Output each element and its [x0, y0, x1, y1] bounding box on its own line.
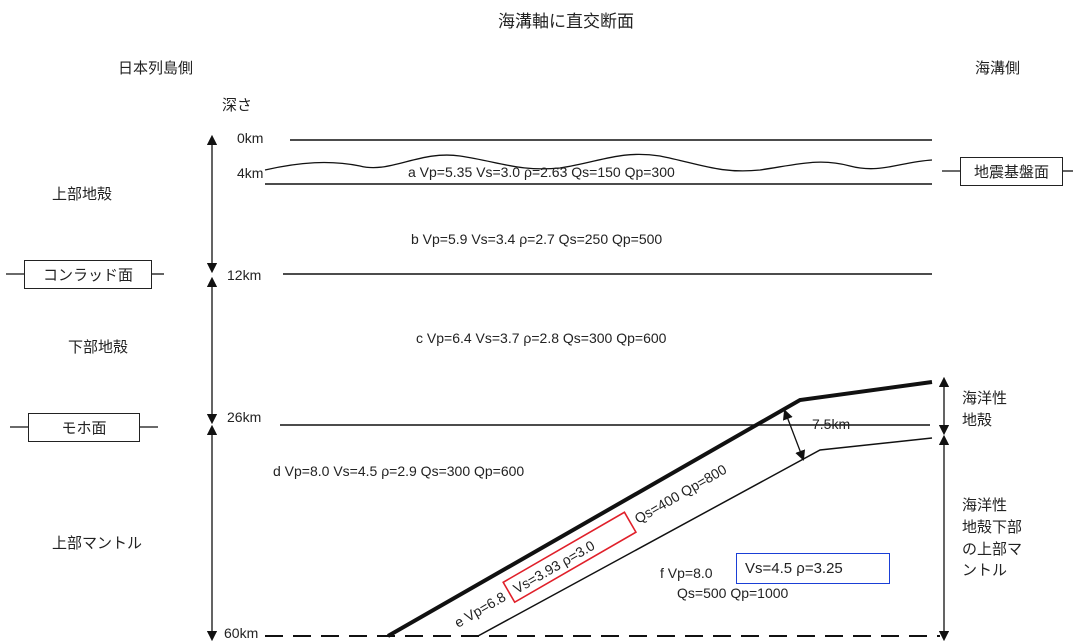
layer-e-label-3: Qs=400 Qp=800: [632, 461, 730, 527]
layer-f-label-2: Vs=4.5 ρ=3.25: [745, 560, 843, 577]
seismic-basement-box: 地震基盤面: [960, 157, 1063, 186]
conrad-box: コンラッド面: [24, 260, 152, 289]
diagram-title: 海溝軸に直交断面: [498, 12, 634, 32]
thickness-label: 7.5km: [812, 416, 851, 432]
depth-12km: 12km: [227, 267, 262, 283]
moho-box: モホ面: [28, 413, 140, 442]
layer-e-label-2: Vs=3.93 ρ=3.0: [510, 537, 597, 597]
region-upper-crust: 上部地殻: [52, 185, 113, 203]
highlight-box-blue: [736, 553, 890, 584]
side-label-right: 海溝側: [975, 59, 1021, 77]
region-oceanic-mantle: 海洋性 地殻下部 の上部マ ントル: [962, 496, 1023, 580]
depth-60km: 60km: [224, 625, 259, 641]
depth-header: 深さ: [222, 96, 253, 114]
basement-wavy-line: [264, 153, 933, 172]
region-lower-crust: 下部地殻: [68, 338, 129, 356]
region-oceanic-crust: 海洋性 地殻: [962, 389, 1008, 429]
layer-c-label: c Vp=6.4 Vs=3.7 ρ=2.8 Qs=300 Qp=600: [416, 330, 667, 346]
slab-bottom-line: [477, 437, 933, 637]
layer-a-label: a Vp=5.35 Vs=3.0 ρ=2.63 Qs=150 Qp=300: [408, 164, 675, 180]
depth-0km: 0km: [237, 130, 264, 146]
highlight-box-red: [502, 511, 638, 604]
side-label-left: 日本列島側: [118, 59, 194, 77]
depth-26km: 26km: [227, 409, 262, 425]
thickness-arrow: [782, 409, 806, 461]
layer-f-label-1: f Vp=8.0: [660, 565, 713, 581]
layer-d-label: d Vp=8.0 Vs=4.5 ρ=2.9 Qs=300 Qp=600: [273, 463, 525, 479]
layer-b-label: b Vp=5.9 Vs=3.4 ρ=2.7 Qs=250 Qp=500: [411, 231, 663, 247]
region-upper-mantle: 上部マントル: [52, 534, 143, 552]
depth-4km: 4km: [237, 165, 264, 181]
slab-top-line: [387, 380, 933, 638]
layer-f-label-3: Qs=500 Qp=1000: [677, 585, 789, 601]
